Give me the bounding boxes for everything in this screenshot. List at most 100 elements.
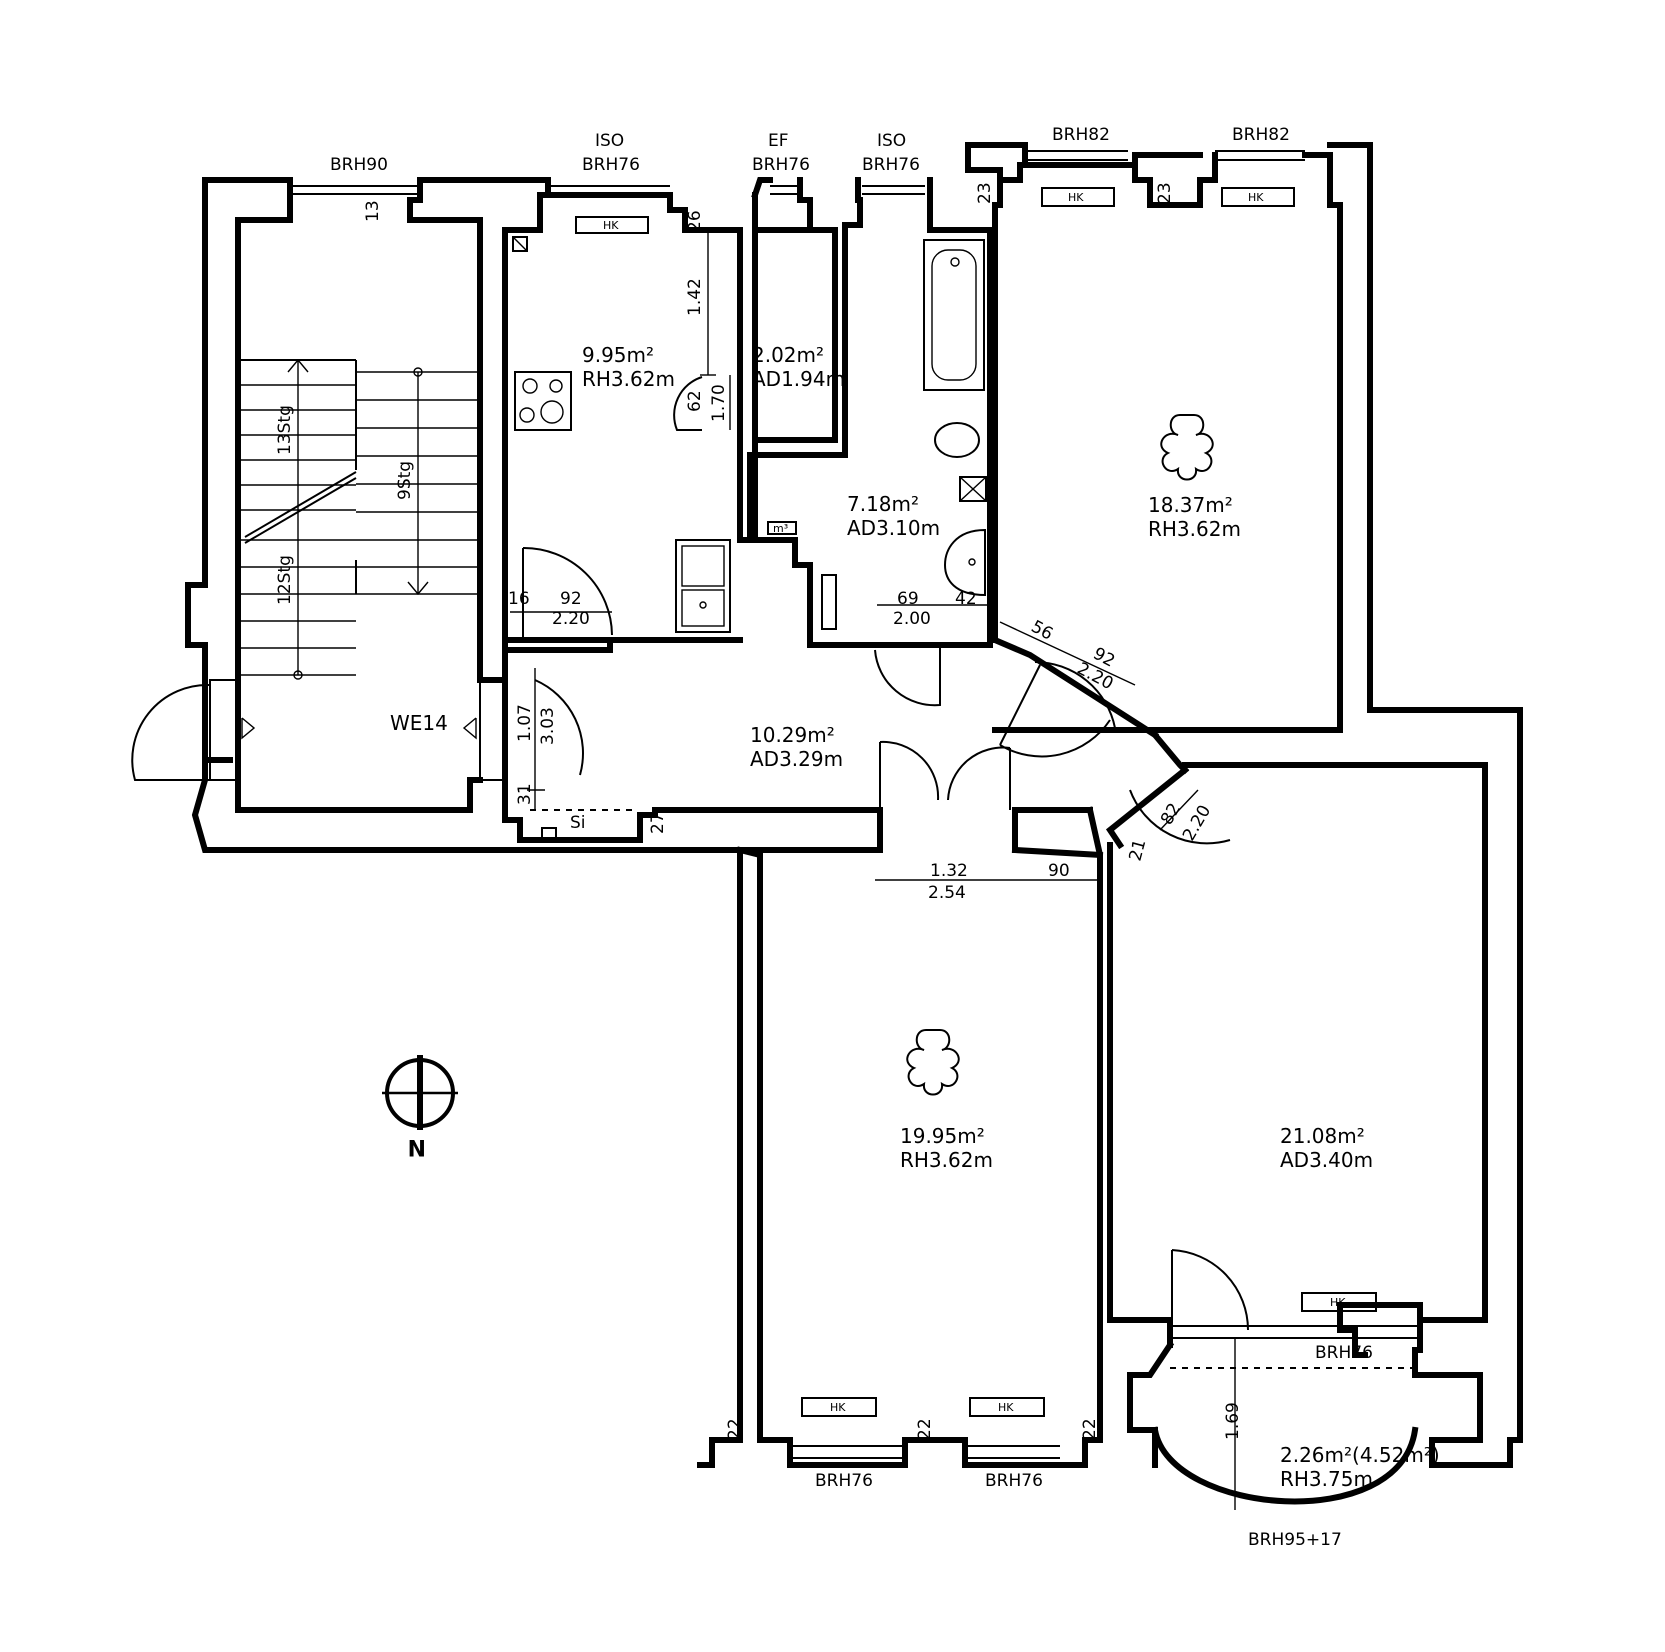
dimension-label: 1.42: [685, 278, 705, 316]
ceiling-rose-icon: [1160, 414, 1214, 481]
dimension-label: 13: [363, 200, 383, 222]
dimension-label: 16: [508, 589, 530, 609]
kitchen-area: 9.95m²: [582, 343, 654, 367]
staircase: 13Stg 12Stg 9Stg: [238, 358, 480, 680]
ne-room-door: [999, 719, 1111, 758]
dimension-label: 92: [560, 589, 582, 609]
hall-area: 10.29m²: [750, 723, 835, 747]
bath-door: [874, 645, 941, 707]
dimension-label: 3.03: [538, 707, 558, 745]
doors: [131, 376, 1419, 1505]
storage-area: 2.02m²: [752, 343, 824, 367]
radiators: HK HK HK HK HK HK: [575, 187, 1377, 1417]
window-label: BRH90: [330, 155, 388, 175]
dimension-label: 22: [1080, 1418, 1100, 1440]
dimension-label: 27: [648, 812, 668, 834]
window-label: BRH76: [752, 155, 810, 175]
se-room-door: [1129, 789, 1231, 845]
hall-door: [534, 679, 584, 776]
dimension-label: 1.69: [1223, 1402, 1243, 1440]
dimension-label: 90: [1048, 861, 1070, 881]
bay-window-arc: [1151, 1426, 1419, 1505]
meter-icon: [767, 521, 797, 535]
dimension-label: 2.54: [928, 883, 966, 903]
window-label: BRH82: [1232, 125, 1290, 145]
window-label: EF: [768, 131, 789, 151]
window-label: BRH76: [582, 155, 640, 175]
unit-label: WE14: [390, 711, 448, 735]
north-label: N: [408, 1134, 426, 1159]
radiator-label: HK: [1330, 1296, 1346, 1309]
dimension-label: 21: [1126, 837, 1151, 863]
bay-height: RH3.75m: [1280, 1467, 1373, 1491]
windows: [290, 150, 1420, 1459]
dimension-label: 82: [1157, 800, 1185, 829]
dimension-label: 2.20: [1179, 802, 1215, 845]
dimension-label: 1.32: [930, 861, 968, 881]
boiler-icon: [959, 476, 987, 502]
storage-door: [673, 376, 703, 431]
window-label: ISO: [877, 131, 906, 151]
dimension-label: 23: [1155, 182, 1175, 204]
bay-area: 2.26m²(4.52m²): [1280, 1443, 1440, 1467]
washbasin-icon: [943, 528, 986, 597]
window-label: BRH76: [985, 1471, 1043, 1491]
sink-label: Si: [570, 813, 586, 833]
ceiling-rose-icon: [906, 1029, 960, 1096]
entrance-door: [131, 683, 211, 781]
window-label: BRH76: [862, 155, 920, 175]
bath-area: 7.18m²: [847, 492, 919, 516]
meter-label: m³: [773, 522, 788, 535]
stair-count-label: 9Stg: [395, 461, 415, 500]
walls: [185, 142, 1523, 1468]
dimension-label: 1.70: [709, 384, 729, 422]
room-se-height: AD3.40m: [1280, 1148, 1373, 1172]
radiator-label: HK: [830, 1401, 846, 1414]
s-room-door: [879, 740, 940, 801]
dimension-label: 1.07: [515, 704, 535, 742]
dimension-label: 31: [515, 783, 535, 805]
radiator-label: HK: [998, 1401, 1014, 1414]
bathtub-icon: [923, 239, 985, 391]
room-labels: 9.95m² RH3.62m 2.02m² AD1.94m 7.18m² AD3…: [390, 343, 1440, 1491]
dimension-label: 26: [685, 210, 705, 232]
sink-icon: [675, 539, 731, 633]
window-label: BRH82: [1052, 125, 1110, 145]
radiator-label: HK: [603, 219, 619, 232]
storage-height: AD1.94m: [752, 367, 845, 391]
hall-height: AD3.29m: [750, 747, 843, 771]
dimension-label: 62: [685, 390, 705, 412]
radiator-label: HK: [1068, 191, 1084, 204]
stove-icon: [514, 371, 572, 431]
dimension-label: 22: [915, 1418, 935, 1440]
room-ne-area: 18.37m²: [1148, 493, 1233, 517]
room-s-height: RH3.62m: [900, 1148, 993, 1172]
stair-count-label: 13Stg: [275, 405, 295, 455]
room-se-area: 21.08m²: [1280, 1124, 1365, 1148]
window-label: BRH95+17: [1248, 1530, 1342, 1550]
window-label: ISO: [595, 131, 624, 151]
toilet-icon: [934, 422, 980, 458]
dimension-lines: [510, 230, 1236, 1510]
bay-door: [1171, 1249, 1250, 1331]
dimension-label: 23: [975, 182, 995, 204]
north-arrow-icon: N: [382, 1055, 458, 1159]
bath-height: AD3.10m: [847, 516, 940, 540]
dimension-label: 2.00: [893, 609, 931, 629]
window-label: BRH76: [815, 1471, 873, 1491]
dimension-label: 2.20: [552, 609, 590, 629]
room-ne-height: RH3.62m: [1148, 517, 1241, 541]
dimension-label: 56: [1028, 617, 1056, 645]
stair-count-label: 12Stg: [275, 555, 295, 605]
fixtures: m³: [512, 236, 1214, 1096]
window-label: BRH76: [1315, 1343, 1373, 1363]
dimension-label: 42: [955, 589, 977, 609]
dimension-label: 69: [897, 589, 919, 609]
kitchen-door: [522, 546, 613, 636]
radiator-label: HK: [1248, 191, 1264, 204]
dimension-label: 22: [725, 1418, 745, 1440]
kitchen-height: RH3.62m: [582, 367, 675, 391]
window-labels: BRH90 ISO BRH76 EF BRH76 ISO BRH76 BRH82…: [330, 125, 1373, 1550]
room-s-area: 19.95m²: [900, 1124, 985, 1148]
